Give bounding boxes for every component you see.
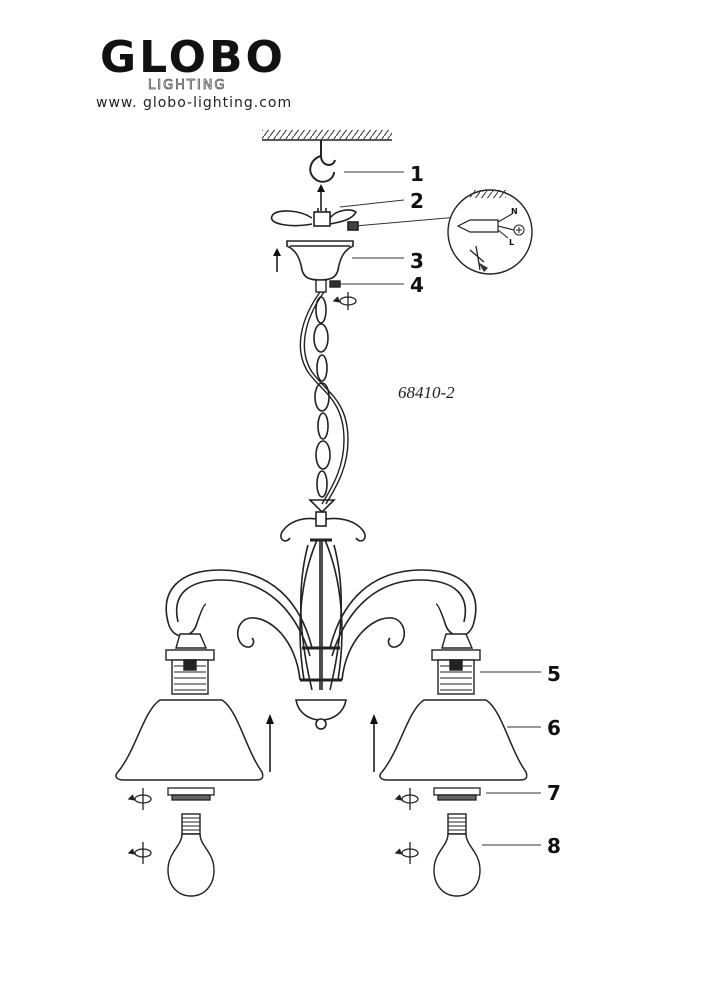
brand-logo: GLOBO [88,34,298,82]
up-arrow-icon [317,184,325,211]
wiring-inset: N L [447,189,533,275]
up-arrow-icon [273,248,281,272]
rotate-icon [394,842,419,864]
shade-ring-right [433,787,481,801]
callout-3: 3 [410,249,424,273]
brand-url: www. globo-lighting.com [96,95,293,111]
callout-4: 4 [410,273,424,297]
rotate-icon [127,842,152,864]
callout-8: 8 [547,834,561,858]
callout-7: 7 [547,781,561,805]
glass-shade-left [115,699,264,781]
wiring-label-l: L [509,238,514,247]
canopy [286,240,354,281]
ceiling [262,130,392,141]
wiring-label-n: N [511,207,518,216]
rotate-icon [332,292,357,310]
socket-left [165,633,215,695]
up-arrow-icon [370,714,378,772]
shade-ring-left [167,787,215,801]
callout-1: 1 [410,162,424,186]
model-number: 68410-2 [398,383,455,402]
callout-2: 2 [410,189,424,213]
ceiling-hook [309,140,336,183]
callout-6: 6 [547,716,561,740]
glass-shade-right [379,699,528,781]
bulb-right [433,813,481,897]
power-cable [299,291,349,505]
locking-screw [315,279,341,293]
up-arrow-icon [266,714,274,772]
leader-lines [339,171,541,846]
rotate-icon [394,788,419,810]
brand-name: GLOBO [100,32,286,83]
callout-5: 5 [547,662,561,686]
supply-wires [270,208,359,231]
socket-right [431,633,481,695]
bulb-left [167,813,215,897]
brand-subtitle: LIGHTING [148,78,227,94]
chandelier-frame [165,511,477,730]
rotate-icon [127,788,152,810]
chain [308,296,336,514]
